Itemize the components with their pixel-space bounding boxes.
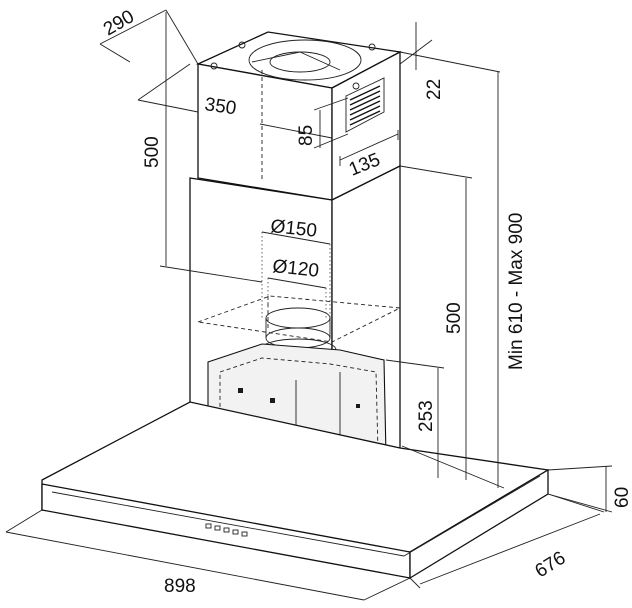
dim-chimney-depth: 290 bbox=[100, 6, 138, 40]
dim-lower-chimney: 500 bbox=[444, 302, 465, 334]
vent-grille bbox=[345, 77, 385, 133]
dimension-lines bbox=[5, 9, 613, 601]
dim-chimney-height: 500 bbox=[142, 136, 163, 168]
dim-canopy-height: 60 bbox=[612, 487, 632, 508]
dim-top-offset: 22 bbox=[424, 79, 445, 100]
dim-outlet-outer: Ø150 bbox=[269, 216, 317, 242]
dim-motor-height: 253 bbox=[416, 400, 437, 432]
dim-canopy-depth: 676 bbox=[532, 548, 570, 583]
dim-total-height: Min 610 - Max 900 bbox=[506, 213, 527, 370]
dim-chimney-width: 350 bbox=[203, 94, 237, 119]
control-panel bbox=[205, 523, 248, 537]
canopy bbox=[41, 401, 550, 580]
dim-outlet-inner: Ø120 bbox=[271, 256, 319, 282]
dim-canopy-width: 898 bbox=[164, 576, 196, 597]
upper-chimney bbox=[195, 31, 403, 202]
dim-vent-height: 85 bbox=[296, 125, 317, 146]
